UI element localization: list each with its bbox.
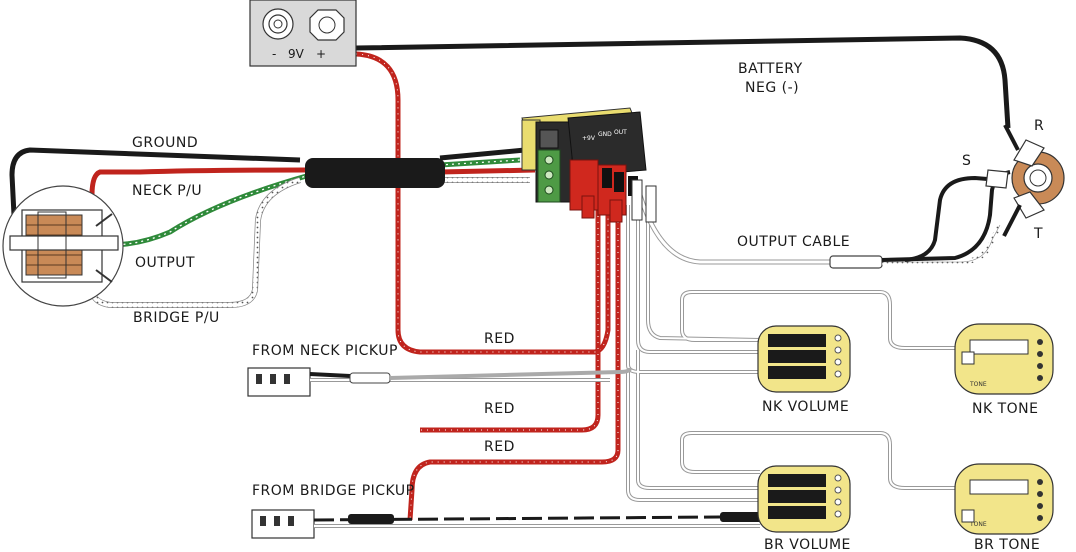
red-label-low: RED [484,439,515,455]
ground-label: GROUND [132,135,198,151]
harness-board: +9V GND OUT [521,107,657,223]
mono-jack [2,185,124,307]
neg-label: NEG (-) [745,80,799,96]
from-neck-pickup-label: FROM NECK PICKUP [252,343,398,359]
output-cable-wire [637,170,1011,269]
nk-volume-label: NK VOLUME [762,399,849,415]
red-label-mid: RED [484,401,515,417]
pin-label-3: OUT [614,129,627,136]
nk-tone-pot: TONE [954,323,1054,395]
battery-minus-label: - [272,47,276,61]
jack-r-label: R [1034,118,1044,134]
br-volume-pot [757,465,851,533]
heat-shrink [305,158,445,188]
output-jack-wires [9,147,536,308]
nk-tone-label: NK TONE [972,401,1039,417]
neck-pickup-connector [247,367,632,397]
pin-label-1: +9V [582,135,596,142]
br-tone-pot: TONE [954,463,1054,535]
jack-s-label: S [962,153,971,169]
bridge-red-wire [407,210,621,521]
battery-red-wire [355,51,611,355]
battery-plus-label: + [316,47,326,61]
battery-9v-label: 9V [288,47,305,61]
output-label: OUTPUT [135,255,195,271]
battery-label: BATTERY [738,61,803,77]
pin-label-2: GND [598,131,612,138]
stereo-jack: R S T [962,118,1065,242]
bridge-pu-label: BRIDGE P/U [133,310,220,326]
neck-red-wire [420,210,601,433]
jack-t-label: T [1033,226,1043,242]
br-tone-label: BR TONE [974,537,1040,552]
neck-pu-label: NECK P/U [132,183,202,199]
battery-to-jack-wire [355,35,1011,129]
red-label-top: RED [484,331,515,347]
battery-clip: - 9V + [249,0,357,67]
svg-text:TONE: TONE [969,521,987,528]
br-volume-label: BR VOLUME [764,537,851,552]
from-bridge-pickup-label: FROM BRIDGE PICKUP [252,483,415,499]
output-cable-label: OUTPUT CABLE [737,234,850,250]
sleeve-wire [904,175,1001,262]
bridge-pickup-connector [251,509,764,539]
svg-text:TONE: TONE [969,381,987,388]
nk-volume-pot [757,325,851,393]
